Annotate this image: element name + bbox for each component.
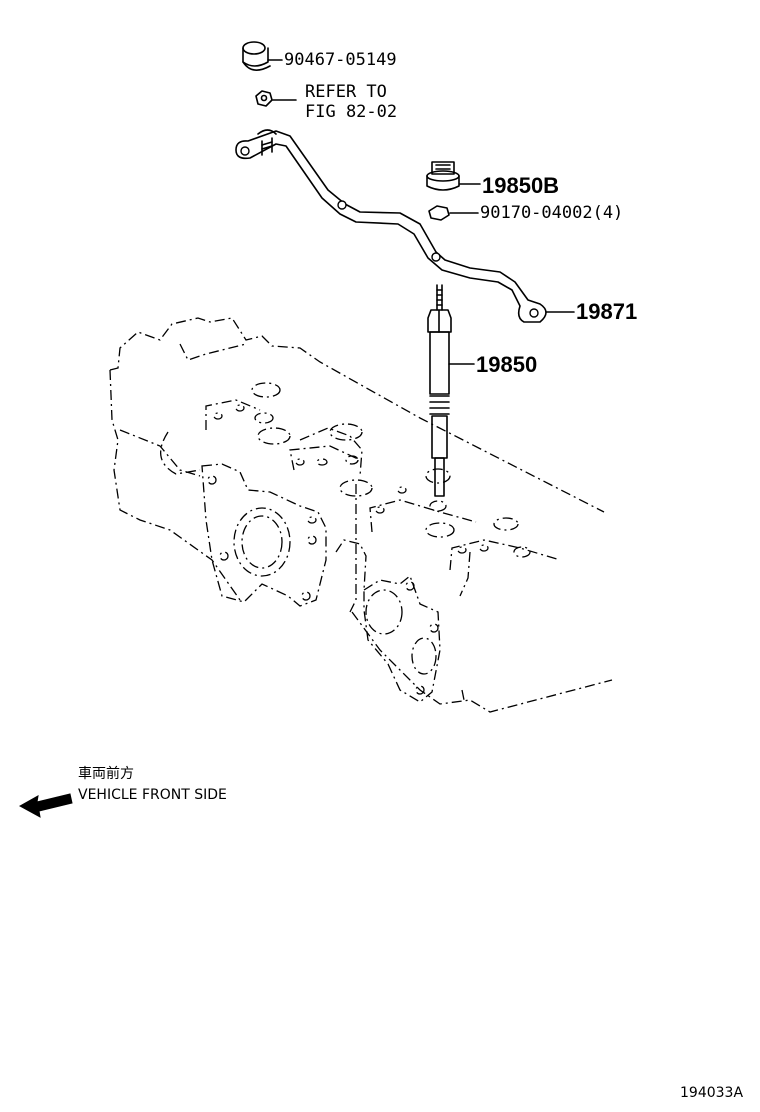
vehicle-front-jp-label: 車両前方 [78, 766, 134, 782]
cylinder-head-outline [109, 317, 613, 713]
screw-19850b-icon [426, 161, 481, 191]
figure-id: 194033A [680, 1085, 744, 1101]
nut-90467-icon [242, 41, 283, 71]
part-number-90170: 90170-04002(4) [480, 203, 624, 223]
part-number-90467: 90467-05149 [284, 50, 397, 70]
connector-bar-icon [235, 129, 575, 323]
refer-to-label: REFER TO [305, 82, 387, 102]
vehicle-front-arrow-icon [18, 793, 73, 818]
vehicle-front-label: VEHICLE FRONT SIDE [78, 787, 227, 803]
nut-90170-icon [428, 205, 479, 221]
part-number-19850b: 19850B [482, 173, 560, 198]
part-number-19871: 19871 [576, 299, 638, 324]
nut-refer-icon [255, 90, 297, 107]
refer-fig-label: FIG 82-02 [305, 102, 398, 122]
glow-plug-icon [427, 284, 475, 497]
part-number-19850: 19850 [476, 352, 538, 377]
